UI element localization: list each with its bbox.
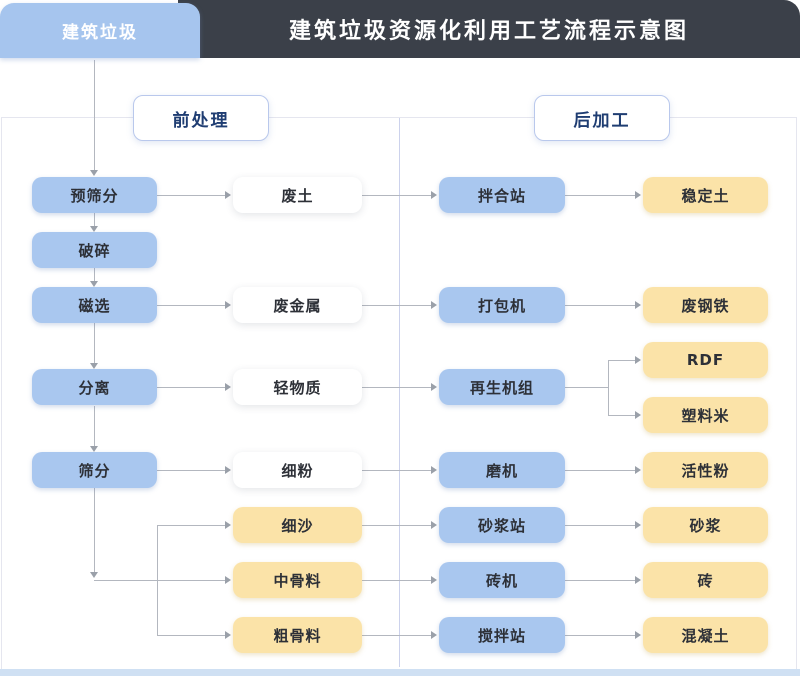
arrow-down-icon — [90, 226, 98, 232]
node-waste-metal: 废金属 — [233, 287, 362, 323]
arrow-right-icon — [225, 383, 231, 391]
arrow-down-icon — [90, 572, 98, 578]
source-tab: 建筑垃圾 — [0, 3, 200, 58]
connector-line — [157, 387, 225, 388]
node-fine-sand: 细沙 — [233, 507, 362, 543]
arrow-right-icon — [635, 466, 641, 474]
node-brick-machine: 砖机 — [439, 562, 565, 598]
connector-line — [94, 323, 95, 363]
arrow-right-icon — [431, 301, 437, 309]
node-concrete: 混凝土 — [643, 617, 768, 653]
connector-line — [608, 360, 635, 361]
connector-line — [608, 360, 609, 415]
node-separation: 分离 — [32, 369, 157, 405]
arrow-down-icon — [90, 446, 98, 452]
arrow-right-icon — [225, 301, 231, 309]
arrow-right-icon — [431, 466, 437, 474]
arrow-right-icon — [431, 576, 437, 584]
node-concrete-plant: 搅拌站 — [439, 617, 565, 653]
connector-line — [565, 470, 635, 471]
arrow-right-icon — [635, 356, 641, 364]
connector-line — [157, 470, 225, 471]
node-crushing: 破碎 — [32, 232, 157, 268]
arrow-right-icon — [635, 191, 641, 199]
arrow-right-icon — [431, 521, 437, 529]
node-active-powder: 活性粉 — [643, 452, 768, 488]
node-mortar-plant: 砂浆站 — [439, 507, 565, 543]
connector-line — [157, 305, 225, 306]
arrow-right-icon — [225, 631, 231, 639]
header-bar: 建筑垃圾资源化利用工艺流程示意图 — [178, 0, 800, 58]
connector-line — [565, 305, 635, 306]
node-waste-soil: 废土 — [233, 177, 362, 213]
connector-line — [94, 488, 95, 572]
arrow-right-icon — [431, 631, 437, 639]
connector-line — [565, 525, 635, 526]
connector-line — [94, 580, 225, 581]
arrow-right-icon — [635, 631, 641, 639]
node-scrap-steel: 废钢铁 — [643, 287, 768, 323]
connector-line — [157, 635, 225, 636]
arrow-right-icon — [225, 576, 231, 584]
arrow-right-icon — [225, 466, 231, 474]
node-light-material: 轻物质 — [233, 369, 362, 405]
node-brick: 砖 — [643, 562, 768, 598]
arrow-right-icon — [225, 521, 231, 529]
node-mixing-plant: 拌合站 — [439, 177, 565, 213]
arrow-right-icon — [635, 301, 641, 309]
section-label-pre-processing: 前处理 — [133, 95, 269, 141]
connector-line — [565, 635, 635, 636]
connector-line — [94, 60, 95, 170]
node-rdf: RDF — [643, 342, 768, 378]
node-mill: 磨机 — [439, 452, 565, 488]
section-divider-line — [399, 118, 400, 667]
arrow-down-icon — [90, 281, 98, 287]
node-plastic-pellets: 塑料米 — [643, 397, 768, 433]
node-screening: 筛分 — [32, 452, 157, 488]
node-mortar: 砂浆 — [643, 507, 768, 543]
source-tab-label: 建筑垃圾 — [62, 23, 138, 43]
connector-line — [608, 415, 635, 416]
connector-line — [362, 580, 431, 581]
page-title: 建筑垃圾资源化利用工艺流程示意图 — [288, 19, 689, 44]
arrow-right-icon — [431, 191, 437, 199]
connector-line — [362, 525, 431, 526]
node-medium-aggregate: 中骨料 — [233, 562, 362, 598]
arrow-down-icon — [90, 170, 98, 176]
connector-line — [565, 580, 635, 581]
section-label-post-processing: 后加工 — [534, 95, 670, 141]
connector-line — [157, 195, 225, 196]
node-pre-screening: 预筛分 — [32, 177, 157, 213]
connector-line — [565, 387, 608, 388]
connector-line — [157, 525, 225, 526]
node-fine-powder: 细粉 — [233, 452, 362, 488]
node-stabilized-soil: 稳定土 — [643, 177, 768, 213]
arrow-right-icon — [635, 521, 641, 529]
node-coarse-aggregate: 粗骨料 — [233, 617, 362, 653]
connector-line — [565, 195, 635, 196]
node-magnetic-separation: 磁选 — [32, 287, 157, 323]
node-regeneration-unit: 再生机组 — [439, 369, 565, 405]
connector-line — [362, 387, 431, 388]
footer-strip — [0, 669, 800, 676]
connector-line — [157, 525, 158, 635]
connector-line — [94, 406, 95, 446]
connector-line — [362, 305, 431, 306]
arrow-right-icon — [225, 191, 231, 199]
connector-line — [362, 635, 431, 636]
connector-line — [362, 195, 431, 196]
connector-line — [94, 268, 95, 281]
connector-line — [362, 470, 431, 471]
arrow-right-icon — [635, 411, 641, 419]
arrow-right-icon — [635, 576, 641, 584]
arrow-right-icon — [431, 383, 437, 391]
connector-line — [94, 213, 95, 226]
arrow-down-icon — [90, 363, 98, 369]
node-baler: 打包机 — [439, 287, 565, 323]
